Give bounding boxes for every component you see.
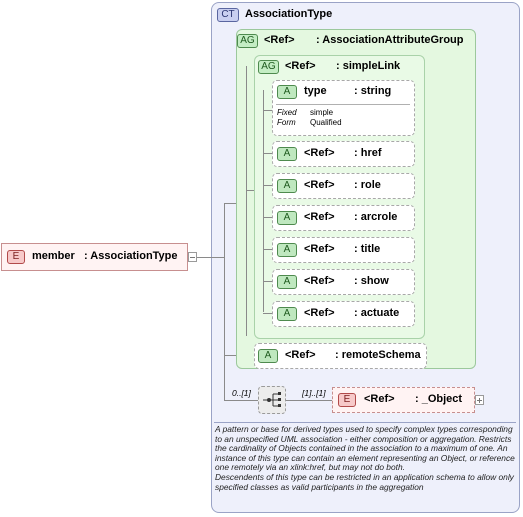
member-element-type: : AssociationType: [84, 250, 178, 262]
attribute-arcrole-badge: A: [277, 211, 297, 225]
attribute-actuate-ref: <Ref>: [304, 307, 335, 319]
attribute-role-box: [272, 173, 415, 199]
sequence-icon: [263, 392, 281, 407]
simple-link-name: : simpleLink: [336, 60, 401, 72]
object-element-name: : _Object: [415, 393, 463, 405]
type-description: A pattern or base for derived types used…: [215, 424, 517, 510]
description-paragraph-1: A pattern or base for derived types used…: [215, 424, 515, 473]
sequence-compositor[interactable]: [258, 386, 286, 414]
attribute-title-ref: <Ref>: [304, 243, 335, 255]
attribute-role-badge: A: [277, 179, 297, 193]
attribute-href-ref: <Ref>: [304, 147, 335, 159]
attribute-type-type: : string: [354, 85, 392, 97]
fixed-label: Fixed: [277, 108, 297, 117]
form-label: Form: [277, 118, 296, 127]
attribute-href-badge: A: [277, 147, 297, 161]
description-paragraph-2: Descendents of this type can be restrict…: [215, 471, 514, 492]
attribute-role-name: : role: [354, 179, 381, 191]
attribute-arcrole-name: : arcrole: [354, 211, 398, 223]
attribute-title-name: : title: [354, 243, 381, 255]
simple-link-ref: <Ref>: [285, 60, 316, 72]
member-element-box[interactable]: [1, 243, 188, 271]
attribute-actuate-badge: A: [277, 307, 297, 321]
attribute-show-ref: <Ref>: [304, 275, 335, 287]
connector-ag: [224, 203, 236, 204]
attribute-arcrole-ref: <Ref>: [304, 211, 335, 223]
sequence-min-cardinality: 0..[1]: [232, 388, 251, 398]
member-element-name: member: [32, 250, 75, 262]
simple-link-badge: AG: [258, 60, 279, 74]
attribute-group-name: : AssociationAttributeGroup: [316, 34, 464, 46]
attribute-type-name: type: [304, 85, 327, 97]
attribute-type-badge: A: [277, 85, 297, 99]
description-divider: [214, 422, 516, 423]
attribute-role-ref: <Ref>: [304, 179, 335, 191]
attribute-group-badge: AG: [237, 34, 258, 48]
fixed-value: simple: [310, 108, 334, 117]
object-element-ref: <Ref>: [364, 393, 395, 405]
form-value: Qualified: [310, 118, 342, 127]
attribute-remote-schema-badge: A: [258, 349, 278, 363]
object-element-badge: E: [338, 393, 356, 407]
sequence-object-cardinality: [1]..[1]: [302, 388, 326, 398]
connector-member: [197, 257, 224, 258]
connector-seq: [224, 400, 258, 401]
attribute-remote-schema-ref: <Ref>: [285, 349, 316, 361]
object-expand-icon[interactable]: [475, 395, 484, 405]
attribute-href-name: : href: [354, 147, 382, 159]
attribute-remote-schema-name: : remoteSchema: [335, 349, 421, 361]
attribute-show-badge: A: [277, 275, 297, 289]
attribute-remote-schema-box: [254, 343, 427, 369]
attribute-group-ref: <Ref>: [264, 34, 295, 46]
complex-type-badge: CT: [217, 8, 239, 22]
connector-trunk: [224, 203, 225, 400]
attribute-title-badge: A: [277, 243, 297, 257]
attribute-show-name: : show: [354, 275, 389, 287]
member-collapse-icon[interactable]: [188, 252, 197, 262]
member-element-badge: E: [7, 250, 25, 264]
attribute-actuate-name: : actuate: [354, 307, 400, 319]
complex-type-name: AssociationType: [245, 8, 333, 20]
